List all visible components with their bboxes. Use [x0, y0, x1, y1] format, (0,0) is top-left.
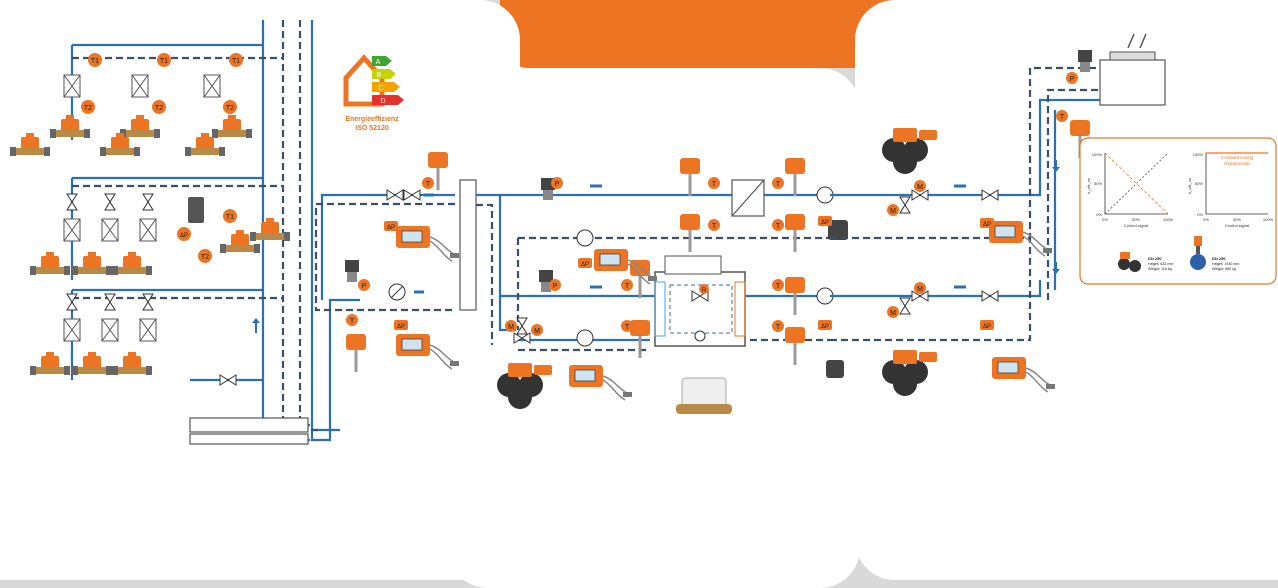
energy-efficiency-label: A B C D Energieeffizienz ISO 52120 — [343, 54, 404, 132]
badge-t: T — [776, 181, 781, 188]
badge-dp: ΔP — [180, 233, 188, 239]
product-b-title: DN 250 — [1212, 256, 1226, 261]
badge-t: T — [625, 324, 630, 331]
badge-t1: T1 — [232, 58, 240, 65]
annotation-1: Constant mixing — [1221, 155, 1254, 160]
badge-t1: T1 — [226, 214, 234, 221]
annotation-2: characteristic — [1224, 161, 1251, 166]
badge-t: T — [712, 223, 717, 230]
xtick-50: 50% — [1233, 217, 1241, 222]
badge-t1: T1 — [160, 58, 168, 65]
badge-m: M — [534, 328, 540, 335]
badge-t2: T2 — [155, 105, 163, 112]
ytick-50: 50% — [1195, 181, 1203, 186]
right-pipe-network — [830, 66, 1100, 342]
product-a-line1: Height: 632 mm — [1148, 262, 1173, 266]
badge-t2: T2 — [226, 105, 234, 112]
badge-dp: ΔP — [387, 225, 395, 231]
energy-label-caption-1: Energieeffizienz — [345, 116, 399, 123]
badge-dp: ΔP — [983, 324, 991, 330]
linear-characteristic-chart: 100% 50% 0% 0% 50% 100% Control signal k… — [1086, 152, 1174, 228]
energy-class-d: D — [380, 98, 385, 105]
badge-m: M — [890, 208, 896, 215]
terminal-units-row-3 — [30, 293, 260, 386]
badge-dp: ΔP — [821, 220, 829, 226]
badge-m: M — [917, 286, 923, 293]
energy-label-caption-2: ISO 52120 — [355, 125, 389, 132]
xlabel: Control signal — [1225, 223, 1250, 228]
valve-characteristic-infobox: 100% 50% 0% 0% 50% 100% Control signal k… — [1079, 137, 1277, 285]
product-b-line1: Height: 1930 mm — [1212, 262, 1239, 266]
left-sensor-badges: T1 T1 T1 T2 T2 T2 T1 ΔP T2 — [81, 53, 243, 263]
xtick-0: 0% — [1102, 217, 1108, 222]
badge-m: M — [890, 310, 896, 317]
xtick-50: 50% — [1132, 217, 1140, 222]
top-orange-band — [500, 0, 920, 68]
ytick-100: 100% — [1092, 152, 1103, 157]
badge-p: P — [553, 283, 558, 290]
badge-p: P — [1070, 76, 1075, 83]
badge-t: T — [776, 283, 781, 290]
product-b-line2: Weight: 580 kg — [1212, 267, 1236, 271]
badge-p: P — [555, 181, 560, 188]
ytick-100: 100% — [1193, 152, 1204, 157]
ytick-0: 0% — [1096, 212, 1102, 217]
badge-m: M — [508, 324, 514, 331]
right-components: P T M M M M ΔP ΔP — [882, 33, 1166, 396]
ylabel: k_v/k_vs — [1187, 178, 1192, 194]
badge-dp: ΔP — [581, 262, 589, 268]
badge-t: T — [350, 318, 355, 325]
badge-dp: ΔP — [821, 324, 829, 330]
badge-t: T — [776, 223, 781, 230]
badge-t: T — [625, 283, 630, 290]
xtick-100: 100% — [1163, 217, 1174, 222]
badge-t1: T1 — [91, 58, 99, 65]
xlabel: Control signal — [1124, 223, 1149, 228]
terminal-units-row-1 — [10, 74, 252, 156]
badge-m: M — [917, 184, 923, 191]
ytick-0: 0% — [1197, 212, 1203, 217]
product-a-title: DN 250 — [1148, 256, 1162, 261]
constant-mixing-chart: Constant mixing characteristic 100% 50% … — [1187, 152, 1274, 228]
badge-dp: ΔP — [983, 222, 991, 228]
xtick-0: 0% — [1203, 217, 1209, 222]
badge-t: T — [426, 181, 431, 188]
product-a-line2: Weight: 116 kg — [1148, 267, 1172, 271]
middle-badges: P P T T T T T T T T M M ΔP ΔP ΔP — [505, 177, 832, 336]
badge-dp: ΔP — [397, 324, 405, 330]
badge-t2: T2 — [84, 105, 92, 112]
ytick-50: 50% — [1094, 181, 1102, 186]
ylabel: k_v/k_vs — [1086, 178, 1091, 194]
ahu-components: R — [497, 158, 848, 414]
energy-class-a: A — [376, 59, 381, 66]
energy-class-b: B — [377, 72, 382, 79]
badge-t: T — [1060, 114, 1065, 121]
product-globe-valve: DN 250 Height: 1930 mm Weight: 580 kg — [1190, 236, 1239, 271]
badge-t: T — [776, 324, 781, 331]
xtick-100: 100% — [1263, 217, 1274, 222]
badge-t: T — [712, 181, 717, 188]
energy-class-c: C — [378, 85, 383, 92]
badge-t2: T2 — [201, 254, 209, 261]
primary-side-components: T ΔP P T ΔP — [345, 152, 477, 372]
badge-r: R — [702, 288, 707, 294]
terminal-units-row-2 — [30, 193, 290, 275]
badge-p: P — [362, 283, 367, 290]
product-butterfly-valve: DN 250 Height: 632 mm Weight: 116 kg — [1118, 252, 1173, 272]
